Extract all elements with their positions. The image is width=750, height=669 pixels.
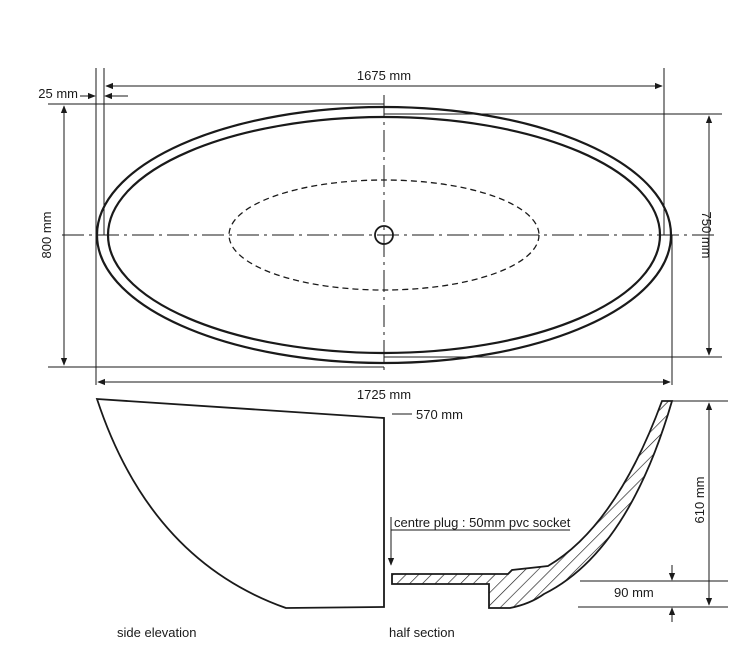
plug-annotation: centre plug : 50mm pvc socket: [387, 515, 571, 566]
dimension-outer-width: 800 mm: [39, 105, 68, 366]
side-elevation-view: [95, 398, 385, 609]
dimension-base-height: 90 mm: [614, 565, 676, 622]
side-elevation-caption: side elevation: [117, 625, 197, 640]
half-section-view: [391, 400, 674, 609]
inner-length-label: 1675 mm: [357, 68, 411, 83]
dimension-rim-offset: 25 mm: [38, 86, 128, 101]
section-hatch: [391, 400, 674, 609]
outer-width-label: 800 mm: [39, 212, 54, 259]
section-extension-lines: [578, 400, 728, 608]
plug-label: centre plug : 50mm pvc socket: [394, 515, 571, 530]
dimension-top-height: 570 mm: [392, 407, 463, 422]
half-section-caption: half section: [389, 625, 455, 640]
rim-offset-label: 25 mm: [38, 86, 78, 101]
dimension-inner-width: 750 mm: [699, 115, 714, 356]
base-height-label: 90 mm: [614, 585, 654, 600]
dimension-inner-length: 1675 mm: [105, 68, 663, 90]
dimension-total-height: 610 mm: [692, 402, 713, 606]
inner-width-label: 750 mm: [699, 212, 714, 259]
total-height-label: 610 mm: [692, 477, 707, 524]
plan-extension-lines: [48, 68, 722, 385]
top-height-label: 570 mm: [416, 407, 463, 422]
outer-length-label: 1725 mm: [357, 387, 411, 402]
dimension-outer-length: 1725 mm: [97, 378, 671, 402]
plan-view: [62, 95, 714, 375]
